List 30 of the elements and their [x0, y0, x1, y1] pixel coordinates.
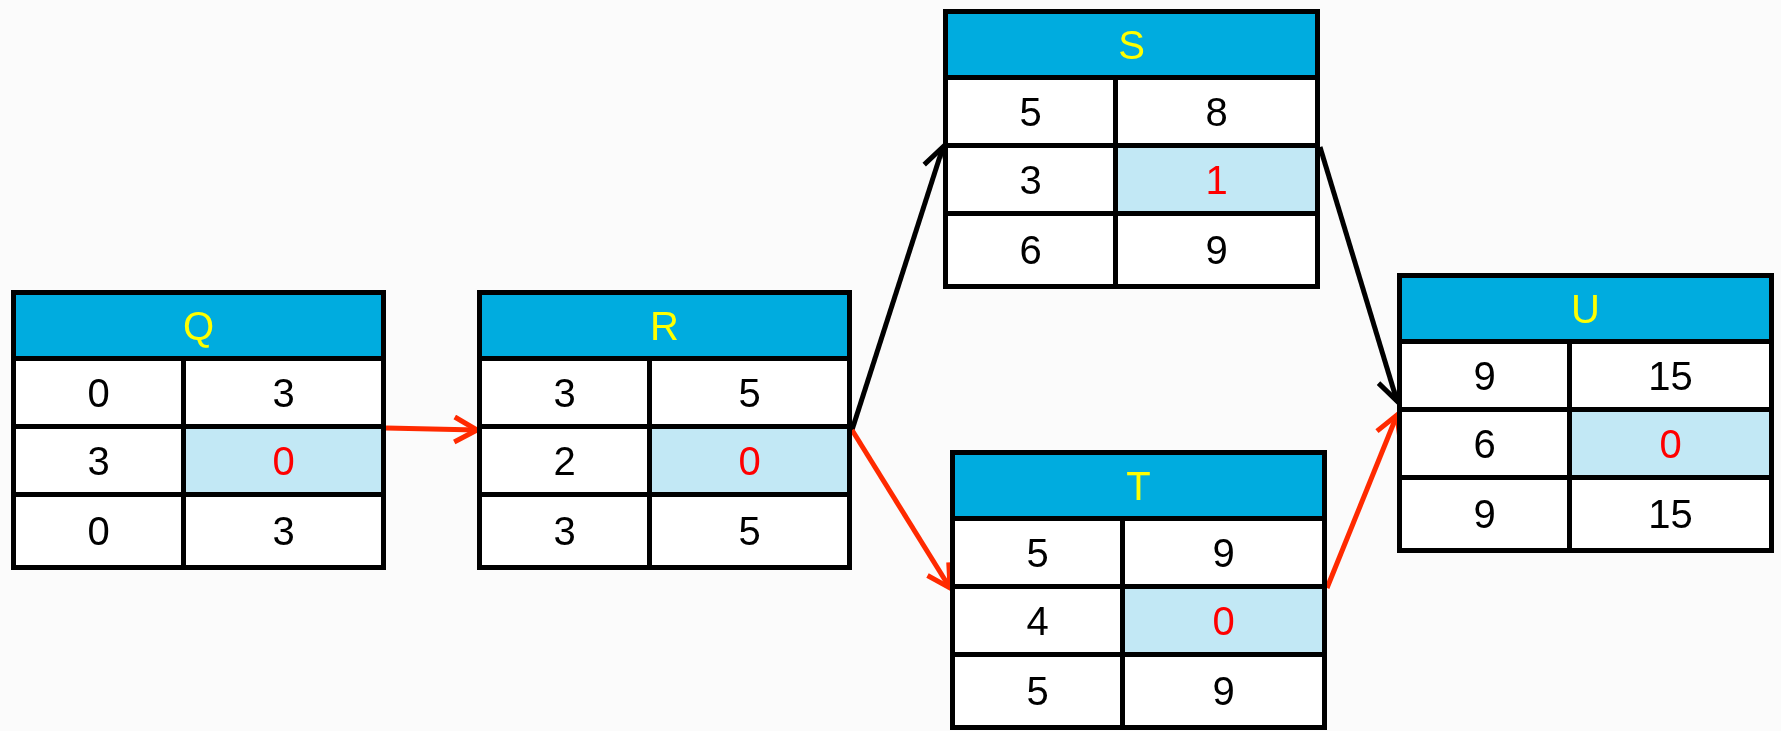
table-cell: 9 — [1402, 344, 1572, 412]
table-cell: 5 — [955, 521, 1125, 589]
activity-table — [943, 9, 1320, 289]
header-bar: R — [482, 295, 847, 361]
highlighted-cell: 0 — [1125, 589, 1322, 657]
header-bar: S — [948, 14, 1315, 80]
highlighted-cell: 0 — [1572, 412, 1769, 480]
table-cell: 0 — [16, 361, 186, 429]
highlighted-cell: 0 — [652, 429, 847, 497]
header-bar: Q — [16, 295, 381, 361]
table-cell-text: 3 — [271, 508, 296, 555]
table-cell: 6 — [948, 216, 1118, 284]
header-bar: U — [1402, 278, 1769, 344]
table-cell: 9 — [1402, 480, 1572, 548]
table-cell-text: 9 — [1211, 668, 1236, 715]
table-cell-text: 9 — [1204, 227, 1229, 274]
table-cell: 0 — [16, 497, 186, 565]
activity-table — [477, 290, 852, 570]
activity-table — [1397, 273, 1774, 553]
highlighted-cell: 1 — [1118, 148, 1315, 216]
header-bar: T — [955, 455, 1322, 521]
table-cell: 3 — [482, 497, 652, 565]
activity-table — [11, 290, 386, 570]
table-cell-text: 5 — [737, 508, 762, 555]
table-cell: 5 — [955, 657, 1125, 725]
table-cell: 5 — [948, 80, 1118, 148]
activity-table — [950, 450, 1327, 730]
table-cell-text: 15 — [1647, 491, 1694, 538]
highlighted-cell: 0 — [186, 429, 381, 497]
table-cell: 3 — [482, 361, 652, 429]
